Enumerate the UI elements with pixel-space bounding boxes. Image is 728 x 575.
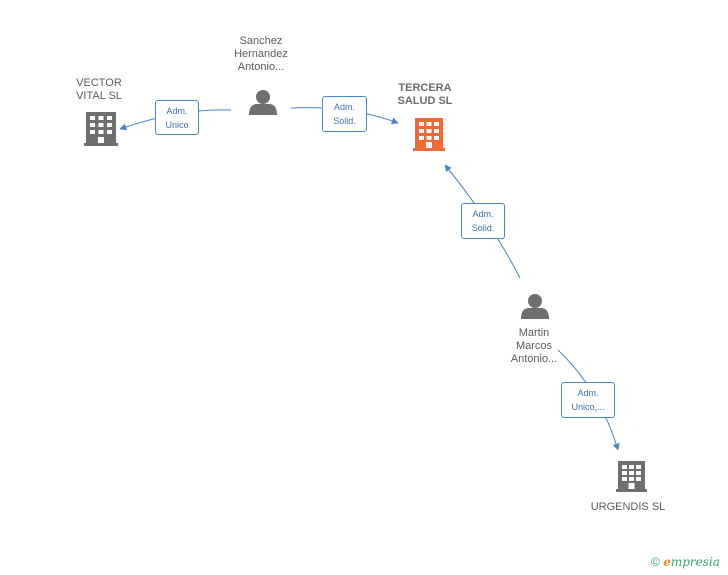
- edge-label-adm-solid[interactable]: Adm. Solid.: [322, 96, 367, 132]
- person-label-sanchez[interactable]: Sanchez Hernandez Antonio...: [234, 35, 288, 73]
- copyright-symbol: ©: [651, 555, 660, 569]
- company-label-urgendis[interactable]: URGENDIS SL: [590, 501, 666, 513]
- company-label-vector-vital[interactable]: VECTOR VITAL SL: [76, 77, 122, 102]
- company-label-tercera-salud[interactable]: TERCERA SALUD SL: [397, 82, 453, 107]
- brand-name: empresia: [663, 555, 720, 569]
- building-icon[interactable]: [413, 118, 445, 151]
- person-icon[interactable]: [249, 90, 277, 115]
- person-icon[interactable]: [521, 294, 549, 319]
- building-icon[interactable]: [84, 112, 118, 146]
- edge-label-adm-unico-more[interactable]: Adm. Unico,...: [561, 382, 615, 418]
- person-label-martin[interactable]: Martin Marcos Antonio...: [510, 327, 558, 365]
- empresia-logo: © empresia: [651, 555, 720, 569]
- building-icon[interactable]: [616, 461, 647, 492]
- edge-label-adm-unico[interactable]: Adm. Unico: [155, 100, 199, 135]
- edge-label-adm-solid[interactable]: Adm. Solid.: [461, 203, 505, 239]
